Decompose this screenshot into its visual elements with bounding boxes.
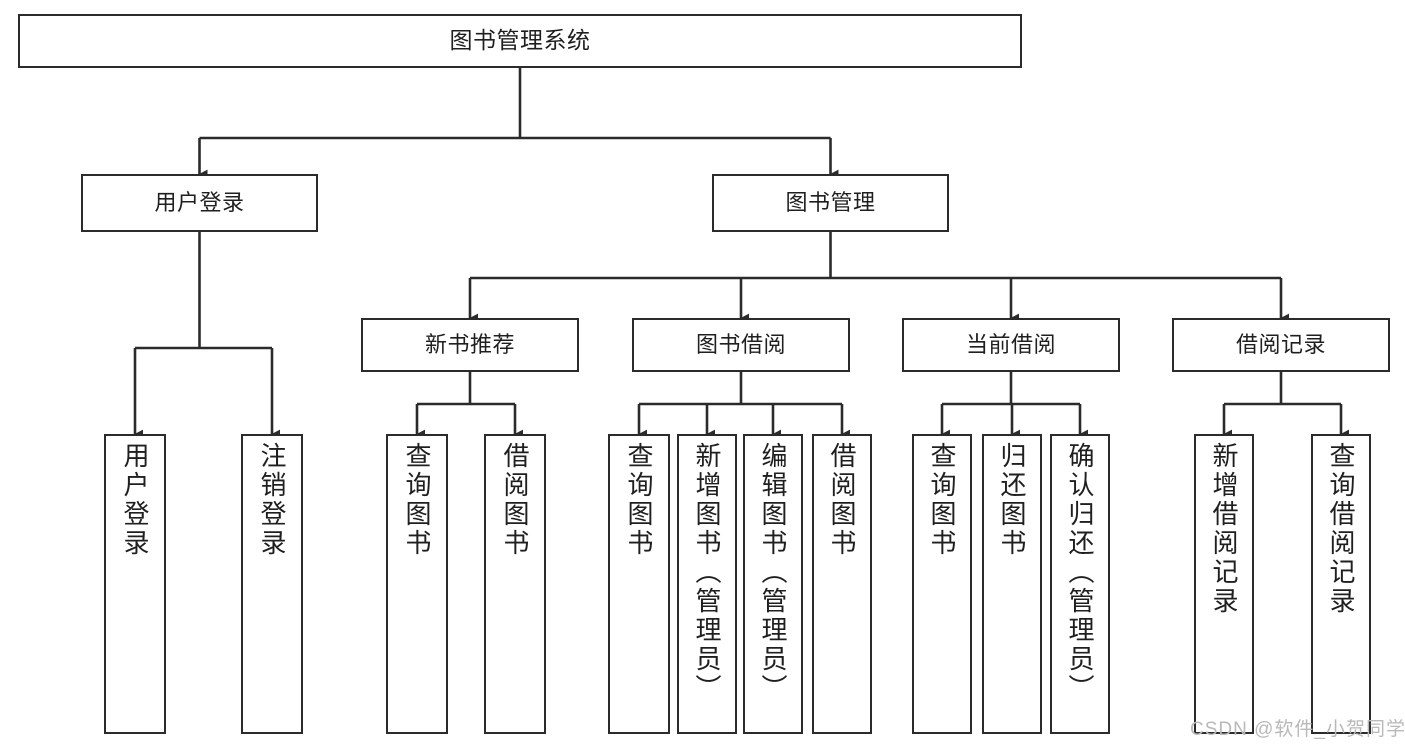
node-label-leaf-borrow-book-rec: 借阅图书	[500, 442, 530, 558]
node-leaf-add-borrow-record[interactable]: 新增借阅记录	[1194, 434, 1254, 734]
node-leaf-add-book-admin[interactable]: 新增图书（管理员）	[677, 434, 737, 734]
node-leaf-user-login[interactable]: 用户登录	[104, 434, 166, 734]
node-label-user-login: 用户登录	[154, 190, 245, 216]
node-label-leaf-query-borrow-record: 查询借阅记录	[1326, 442, 1356, 616]
node-label-leaf-confirm-return-admin: 确认归还（管理员）	[1065, 442, 1095, 703]
node-label-book-management: 图书管理	[785, 190, 876, 216]
node-label-book-borrow: 图书借阅	[695, 332, 786, 358]
node-label-leaf-add-borrow-record: 新增借阅记录	[1209, 442, 1239, 616]
node-book-borrow[interactable]: 图书借阅	[632, 318, 850, 372]
node-current-borrow[interactable]: 当前借阅	[902, 318, 1120, 372]
node-label-leaf-query-book-current: 查询图书	[927, 442, 957, 558]
connector-lines	[133, 68, 1350, 439]
node-label-leaf-return-book: 归还图书	[997, 442, 1027, 558]
node-user-login[interactable]: 用户登录	[81, 174, 318, 232]
node-leaf-edit-book-admin[interactable]: 编辑图书（管理员）	[743, 434, 803, 734]
node-leaf-confirm-return-admin[interactable]: 确认归还（管理员）	[1050, 434, 1110, 734]
node-label-leaf-query-book-rec: 查询图书	[402, 442, 432, 558]
node-label-root: 图书管理系统	[449, 27, 591, 54]
node-borrow-record[interactable]: 借阅记录	[1172, 318, 1390, 372]
node-leaf-query-borrow-record[interactable]: 查询借阅记录	[1311, 434, 1371, 734]
node-leaf-borrow-book-rec[interactable]: 借阅图书	[484, 434, 546, 734]
node-book-management[interactable]: 图书管理	[712, 174, 949, 232]
node-label-current-borrow: 当前借阅	[965, 332, 1056, 358]
node-label-leaf-borrow-book: 借阅图书	[827, 442, 857, 558]
node-label-borrow-record: 借阅记录	[1235, 332, 1326, 358]
node-leaf-query-book-current[interactable]: 查询图书	[912, 434, 972, 734]
node-leaf-query-book-borrow[interactable]: 查询图书	[608, 434, 670, 734]
node-label-leaf-edit-book-admin: 编辑图书（管理员）	[758, 442, 788, 703]
node-leaf-return-book[interactable]: 归还图书	[982, 434, 1042, 734]
node-leaf-borrow-book[interactable]: 借阅图书	[812, 434, 872, 734]
node-leaf-user-logout[interactable]: 注销登录	[241, 434, 303, 734]
node-label-leaf-user-logout: 注销登录	[257, 442, 287, 558]
node-new-book-recommend[interactable]: 新书推荐	[361, 318, 579, 372]
node-label-new-book-recommend: 新书推荐	[424, 332, 515, 358]
node-label-leaf-add-book-admin: 新增图书（管理员）	[692, 442, 722, 703]
node-label-leaf-query-book-borrow: 查询图书	[624, 442, 654, 558]
node-root[interactable]: 图书管理系统	[18, 14, 1022, 68]
node-label-leaf-user-login: 用户登录	[120, 442, 150, 558]
node-leaf-query-book-rec[interactable]: 查询图书	[386, 434, 448, 734]
